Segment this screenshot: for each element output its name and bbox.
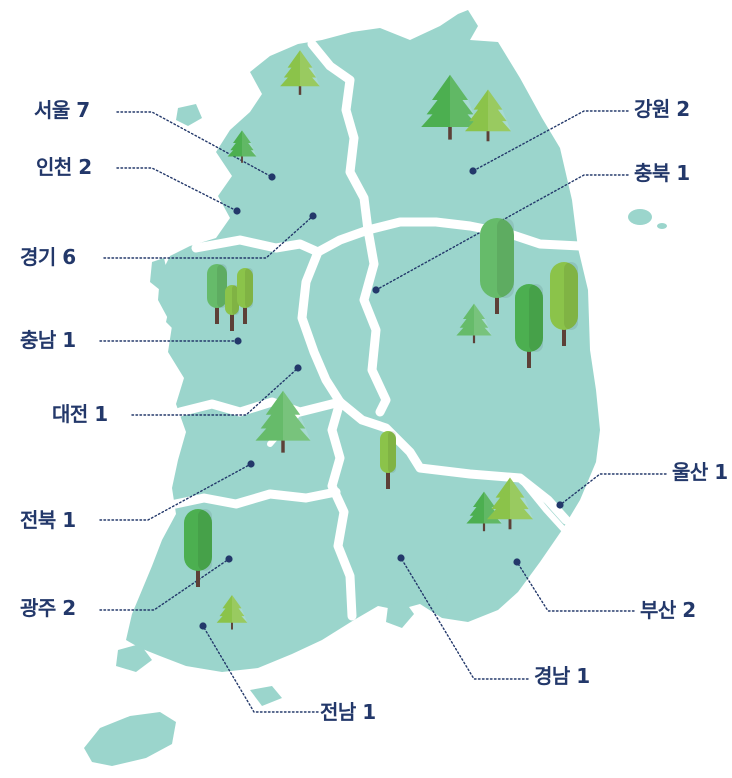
label-seoul: 서울 7	[34, 98, 90, 122]
location-dot-icon	[234, 337, 242, 345]
tree-icon	[456, 303, 492, 344]
border-chungnam-jeonbuk	[175, 397, 345, 417]
leader-line-chungbuk	[375, 174, 629, 291]
leader-line-gwangju	[99, 558, 230, 611]
location-dot-icon	[199, 622, 207, 630]
location-dot-icon	[233, 207, 241, 215]
island-wando	[250, 686, 282, 706]
label-gangwon: 강원 2	[634, 97, 690, 121]
label-daejeon: 대전 1	[52, 402, 108, 426]
location-markers	[199, 167, 564, 630]
location-dot-icon	[268, 173, 276, 181]
tree-icon	[380, 431, 396, 489]
leader-line-daejeon	[131, 367, 299, 416]
location-dot-icon	[225, 555, 233, 563]
label-incheon: 인천 2	[36, 155, 92, 179]
leader-line-ulsan	[559, 473, 667, 506]
border-gyeonggi-gangwon	[307, 39, 373, 235]
border-jeonbuk-jeonnam	[161, 487, 341, 511]
location-dot-icon	[294, 364, 302, 372]
location-dot-icon	[247, 460, 255, 468]
tree-icon	[464, 89, 512, 142]
island-jindo	[116, 644, 152, 672]
island-jeju	[84, 712, 176, 766]
leader-line-jeonnam	[202, 625, 319, 713]
tree-decorations	[184, 50, 578, 630]
location-dot-icon	[372, 286, 380, 294]
leader-line-jeonbuk	[99, 463, 252, 521]
leader-line-busan	[516, 561, 635, 612]
label-gyeongnam: 경남 1	[534, 664, 590, 688]
border-gyeonggi-south	[191, 225, 373, 257]
border-chungnam-chungbuk	[297, 247, 345, 407]
tree-icon	[207, 264, 227, 324]
label-jeonbuk: 전북 1	[20, 508, 76, 532]
island-namhae	[386, 600, 414, 628]
tree-icon	[184, 509, 212, 587]
tree-icon	[216, 594, 248, 630]
tree-icon	[227, 130, 257, 163]
island-anmyeon	[166, 300, 182, 330]
location-dot-icon	[469, 167, 477, 175]
label-ulsan: 울산 1	[672, 460, 728, 484]
tree-icon	[421, 74, 479, 140]
leader-line-gyeongnam	[400, 557, 529, 680]
border-jeonbuk-gyeongnam	[327, 397, 357, 621]
tree-icon	[550, 262, 578, 346]
location-dot-icon	[397, 554, 405, 562]
label-gyeonggi: 경기 6	[20, 245, 76, 269]
location-dot-icon	[309, 212, 317, 220]
border-chungbuk-gyeongbuk	[359, 225, 391, 417]
tree-icon	[280, 50, 320, 95]
border-gangwon-chungbuk	[363, 217, 585, 251]
island-ulleung	[628, 209, 652, 225]
location-dot-icon	[556, 501, 564, 509]
tree-icon	[515, 284, 543, 368]
tree-icon	[225, 285, 239, 331]
tree-icon	[480, 218, 514, 314]
border-ulsan-busan	[517, 475, 569, 535]
label-gwangju: 광주 2	[20, 596, 76, 620]
label-chungnam: 충남 1	[20, 328, 76, 352]
island-ganghwa	[176, 104, 202, 126]
location-dot-icon	[513, 558, 521, 566]
island-chungnam	[150, 258, 168, 290]
leader-line-incheon	[116, 167, 238, 212]
label-jeonnam: 전남 1	[320, 700, 376, 724]
leader-line-gyeonggi	[103, 215, 314, 259]
label-chungbuk: 충북 1	[634, 161, 690, 185]
tree-icon	[255, 390, 311, 453]
tree-icon	[237, 268, 253, 324]
label-busan: 부산 2	[640, 598, 696, 622]
island-dokdo	[657, 223, 667, 229]
tree-icon	[486, 477, 534, 530]
leader-line-gangwon	[472, 110, 629, 172]
border-gyeongbuk-south	[335, 397, 571, 525]
island-geoje	[446, 580, 486, 618]
